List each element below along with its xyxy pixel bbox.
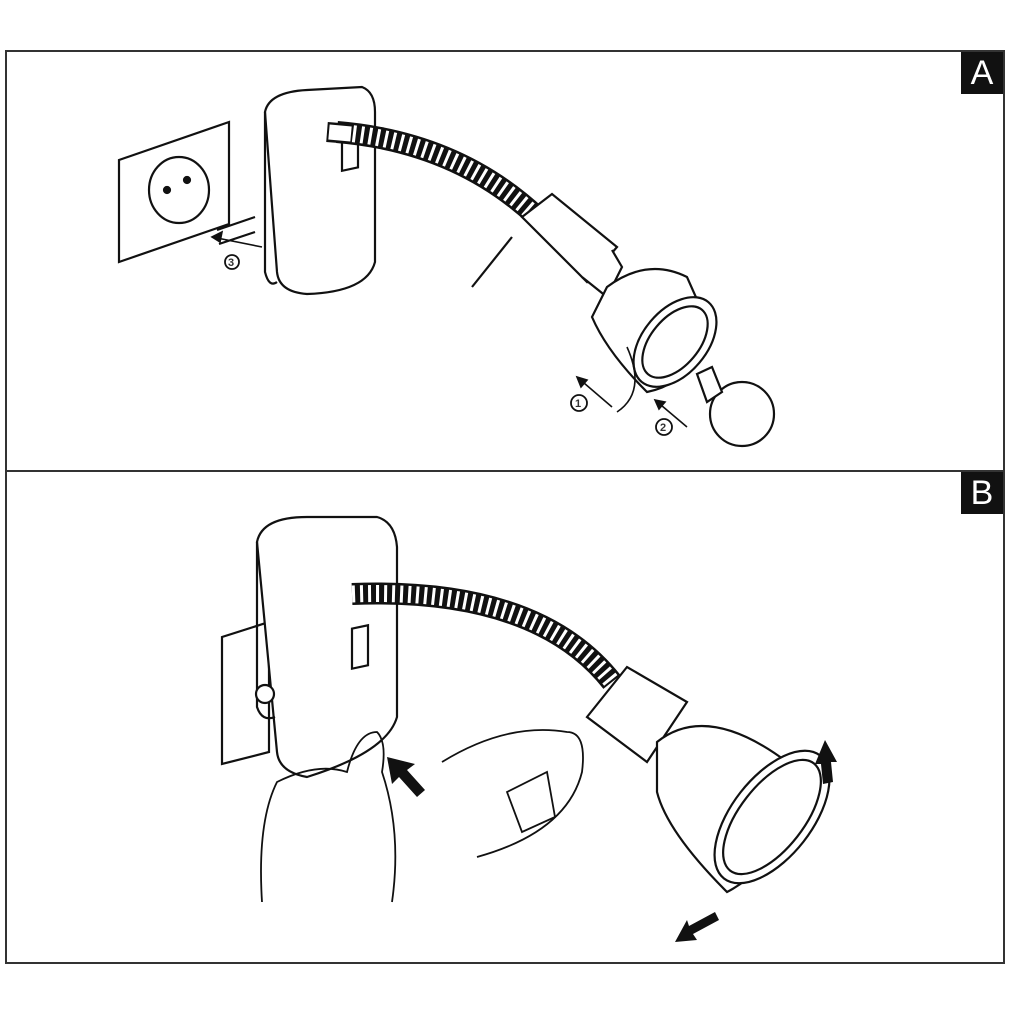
panel-label-b: B: [961, 472, 1003, 514]
panel-a: A: [5, 50, 1005, 472]
svg-text:2: 2: [660, 422, 666, 434]
hands: [260, 729, 584, 903]
gooseneck-arm: [326, 121, 545, 288]
lamp-shade: [590, 267, 718, 394]
illustration-a: 3 1 2: [117, 85, 776, 448]
lamp-head: [585, 665, 831, 894]
panel-label-a: A: [961, 52, 1003, 94]
illustration-b: [220, 515, 837, 942]
gooseneck-arm: [351, 582, 621, 689]
wall-socket: [117, 120, 231, 264]
lamp-plug-housing: [254, 515, 399, 779]
arrows: [210, 230, 688, 428]
step-markers: 3 1 2: [224, 254, 673, 436]
svg-text:1: 1: [575, 398, 581, 410]
lamp-socket: [520, 192, 624, 299]
svg-text:3: 3: [228, 257, 234, 269]
panel-b: B: [5, 470, 1005, 964]
direction-arrows[interactable]: [387, 740, 837, 942]
light-bulb: [695, 365, 776, 448]
lamp-plug-housing: [216, 85, 377, 296]
